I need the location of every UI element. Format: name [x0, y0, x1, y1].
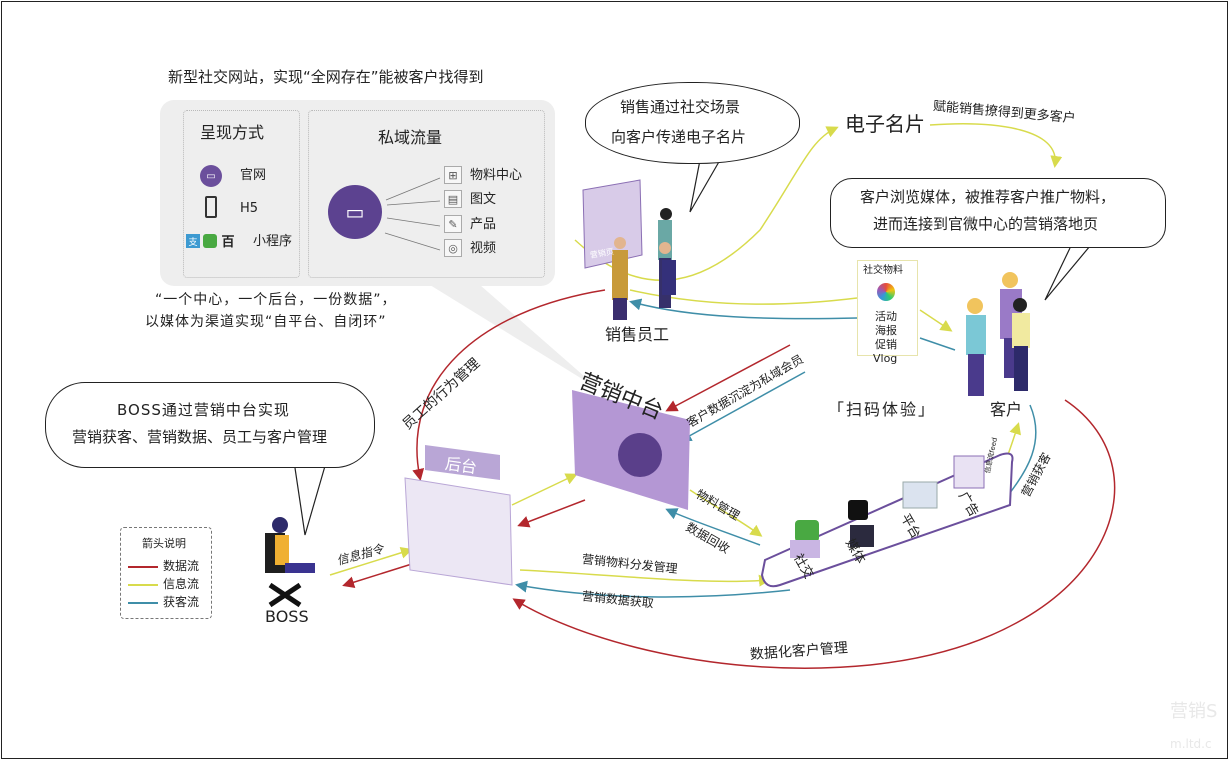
boss-bubble-text: BOSS通过营销中台实现	[117, 401, 290, 419]
boss-figure	[265, 517, 315, 608]
baidu-icon	[902, 481, 938, 509]
boss-speech-bubble	[45, 382, 375, 468]
legend-item: 信息流	[163, 577, 200, 591]
private-traffic-title: 私域流量	[378, 128, 443, 147]
presentation-item: 官网	[240, 168, 267, 183]
presentation-box	[183, 110, 300, 278]
customer-bubble-text: 进而连接到官微中心的营销落地页	[873, 215, 1099, 233]
private-traffic-box	[308, 110, 545, 278]
watermark: m.ltd.c	[1170, 737, 1212, 751]
ad-board-icon	[953, 455, 985, 489]
arrow-legend	[120, 527, 212, 619]
phone-icon	[205, 196, 217, 218]
traffic-hub-icon: ▭	[328, 185, 382, 239]
top-caption: 新型社交网站，实现“全网存在”能被客户找得到	[168, 68, 484, 86]
video-camera-icon: ◎	[444, 239, 462, 257]
legend-yellow-arrow-icon	[128, 584, 158, 586]
callout-tail	[430, 285, 600, 390]
wechat-icon	[795, 520, 819, 542]
backend-label: 后台	[443, 453, 479, 478]
website-icon: ▭	[200, 165, 222, 187]
social-material-item: Vlog	[873, 352, 898, 365]
staff-mgmt-arrow	[412, 289, 606, 481]
wechat-mini-icon	[203, 234, 217, 248]
legend-title: 箭头说明	[142, 537, 186, 550]
sales-bubble-text: 向客户传递电子名片	[611, 128, 747, 146]
sales-bubble-text: 销售通过社交场景	[620, 98, 741, 116]
customer-speech-bubble	[830, 178, 1166, 248]
aperture-icon	[877, 283, 895, 301]
legend-teal-arrow-icon	[128, 602, 158, 604]
traffic-item: 产品	[470, 217, 497, 232]
social-material-item: 活动	[875, 310, 897, 323]
customer-figures	[966, 272, 1030, 396]
tiktok-icon	[848, 500, 868, 520]
article-icon: ▤	[444, 190, 462, 208]
customer-bubble-text: 客户浏览媒体，被推荐客户推广物料，	[860, 188, 1116, 206]
boss-bubble-text: 营销获客、营销数据、员工与客户管理	[72, 428, 328, 446]
presentation-title: 呈现方式	[200, 123, 265, 142]
legend-red-arrow-icon	[128, 566, 158, 568]
media-platform	[760, 452, 1014, 588]
presentation-item: 小程序	[253, 234, 293, 249]
material-center-icon: ⊞	[444, 166, 462, 184]
legend-item: 获客流	[163, 595, 200, 609]
traffic-item: 图文	[470, 192, 497, 207]
traffic-item: 视频	[470, 241, 497, 256]
scan-experience-label: 「扫码体验」	[828, 400, 937, 419]
sales-people-figures	[612, 208, 676, 320]
presentation-item: H5	[240, 201, 259, 216]
boss-label: BOSS	[265, 607, 309, 626]
sales-speech-bubble	[585, 82, 800, 164]
product-icon: ✎	[444, 215, 462, 233]
slogan-line: “一个中心，一个后台，一份数据”，	[155, 292, 397, 308]
baidu-mini-icon: 百	[221, 234, 235, 250]
social-material-title: 社交物料	[863, 265, 903, 276]
sales-staff-label: 销售员工	[605, 325, 670, 344]
social-material-box	[857, 260, 918, 356]
traffic-item: 物料中心	[470, 168, 523, 183]
digital-customer-arrow	[512, 399, 1116, 669]
legend-item: 数据流	[163, 559, 200, 573]
alipay-icon: 支	[186, 234, 200, 248]
social-material-item: 促销	[875, 338, 897, 351]
watermark: 营销S	[1170, 701, 1218, 722]
customer-label: 客户	[990, 400, 1023, 419]
backend-panel	[404, 477, 513, 586]
ecard-label: 电子名片	[845, 112, 925, 136]
slogan-line: 以媒体为渠道实现“自平台、自闭环”	[145, 314, 387, 330]
social-material-item: 海报	[875, 324, 897, 337]
